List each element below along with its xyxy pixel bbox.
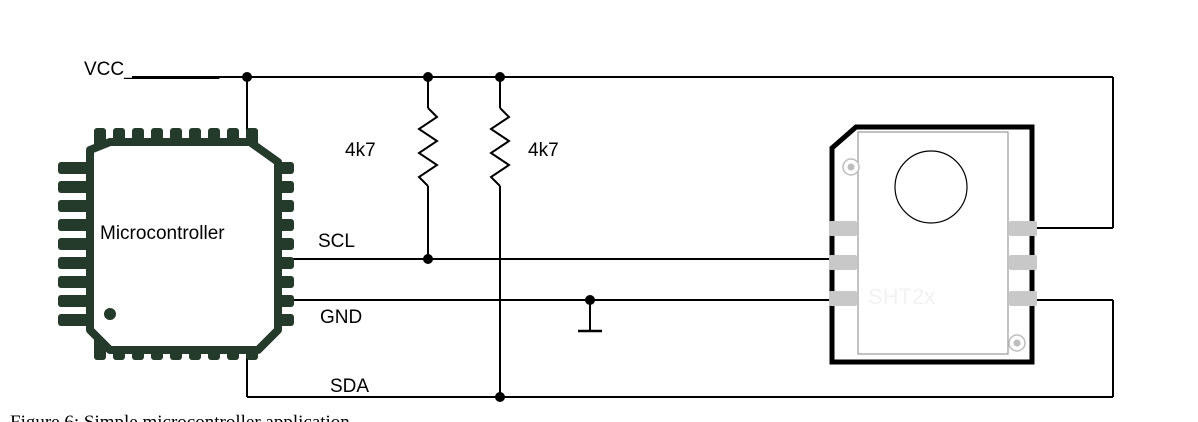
resistor-right: [489, 107, 511, 187]
junction-dot: [495, 392, 505, 402]
wires: [132, 76, 1114, 398]
junction-dot: [423, 72, 433, 82]
sda-label: SDA: [330, 376, 369, 397]
pin1-marker-icon: [104, 308, 116, 320]
junction-dot: [495, 72, 505, 82]
sensor-mount-holes: [842, 158, 1026, 352]
vcc-label: VCC_________: [84, 59, 220, 80]
sensor-membrane-icon: [894, 150, 968, 224]
sensor-pins: [829, 221, 1037, 306]
microcontroller-chip: Microcontroller: [58, 128, 294, 360]
junction-dot: [423, 254, 433, 264]
microcontroller-label: Microcontroller: [100, 223, 225, 244]
scl-label: SCL: [318, 231, 355, 252]
junction-dot: [242, 72, 252, 82]
figure-caption: Figure 6: Simple microcontroller applica…: [10, 412, 350, 422]
sensor-chip: SHT2x: [829, 124, 1037, 365]
junctions: [242, 72, 595, 402]
resistor-left-label: 4k7: [345, 140, 376, 161]
resistor-left: [417, 107, 439, 187]
gnd-label: GND: [320, 307, 362, 328]
junction-dot: [585, 295, 595, 305]
resistor-right-label: 4k7: [528, 140, 559, 161]
sensor-label: SHT2x: [868, 284, 935, 309]
chip-body: [86, 138, 282, 354]
